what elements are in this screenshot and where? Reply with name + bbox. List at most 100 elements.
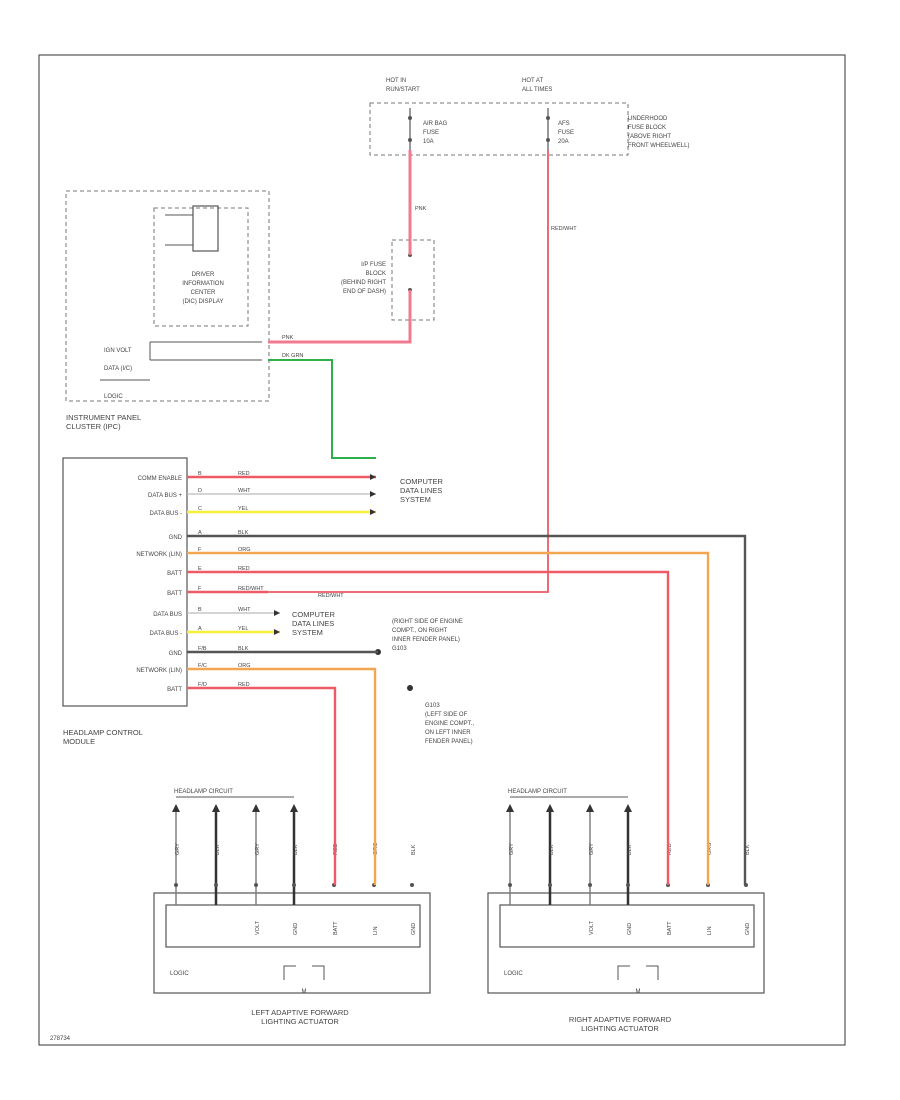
afs-wire <box>268 150 549 593</box>
hcm-wire-color: ORG <box>238 663 251 669</box>
hcm-wire <box>187 570 670 885</box>
afs-wire-color: RED/WHT <box>551 226 577 232</box>
actuator-motor-icon: M <box>636 989 641 995</box>
motor-connector <box>617 965 659 980</box>
dic-display-icon <box>192 205 219 252</box>
hcm-pin-label: DATA BUS + <box>148 493 182 499</box>
actuator-pin-label: GND <box>411 923 417 935</box>
hcm-pin-id: B <box>198 607 202 613</box>
dic-green-wire <box>268 359 376 459</box>
hcm-wire-color: YEL <box>238 626 248 632</box>
hcm-pin-label: NETWORK (LIN) <box>136 552 182 558</box>
actuator-wire-color: GRY <box>255 843 261 855</box>
hcm-wire-color: YEL <box>238 506 248 512</box>
actuator-outline <box>153 892 431 994</box>
dic-display-outline <box>153 207 249 327</box>
actuator-logic-label: LOGIC <box>170 971 189 977</box>
diagram-id: 278734 <box>50 1036 71 1042</box>
actuator-wire-color: GRY <box>175 843 181 855</box>
headlamp-arrow-icon <box>290 804 298 812</box>
airbag-wire-color: PNK <box>415 206 427 212</box>
hcm-pin-id: F/D <box>198 682 207 688</box>
headlamp-arrow-icon <box>172 804 180 812</box>
actuator-wire-color: BLK <box>293 844 299 855</box>
actuator-wire-color: BLK <box>411 844 417 855</box>
wire-arrow-icon <box>370 509 376 515</box>
wire-arrow-icon <box>274 629 280 635</box>
connector-pin <box>174 883 178 887</box>
dic-row-ign: IGN VOLT <box>104 348 132 354</box>
diagram-frame <box>38 54 846 1046</box>
headlamp-arrow-icon <box>624 804 632 812</box>
hcm-wire <box>187 667 377 885</box>
actuator-pin-label: VOLT <box>589 920 595 935</box>
connector-pin <box>254 883 258 887</box>
hcm-wire <box>187 686 337 885</box>
ip-fuse-icon <box>408 253 412 292</box>
ground-left-icon <box>407 685 413 691</box>
hcm-wire-color: RED <box>238 471 250 477</box>
connector-pin <box>292 883 296 887</box>
dic-row-logic: LOGIC <box>104 394 123 400</box>
hcm-wire <box>187 534 747 885</box>
connector-pin <box>548 883 552 887</box>
hcm-pin-id: F <box>198 547 202 553</box>
hcm-wire-color: WHT <box>238 488 251 494</box>
actuator-pin-label: GND <box>745 923 751 935</box>
ip-pink-wire <box>268 290 412 344</box>
actuator-wire-color: GRY <box>589 843 595 855</box>
hcm-pin-label: DATA BUS - <box>150 511 182 517</box>
hcm-pin-id: B <box>198 471 202 477</box>
airbag-fuse-icon <box>408 108 412 150</box>
actuator-pin-label: LIN <box>707 926 713 935</box>
dic-row-data: DATA (I/C) <box>104 366 132 372</box>
hcm-pin-label: GND <box>169 535 183 541</box>
wire-arrow-icon <box>370 474 376 480</box>
hcm-pin-label: BATT <box>167 591 182 597</box>
headlamp-arrow-icon <box>506 804 514 812</box>
hcm-pin-id: C <box>198 506 202 512</box>
hcm-wire-color: RED <box>238 682 250 688</box>
hcm-wire <box>187 551 710 885</box>
actuator-motor-icon: M <box>302 989 307 995</box>
hcm-pin-label: DATA BUS - <box>150 631 182 637</box>
hcm-pin-label: BATT <box>167 571 182 577</box>
actuator-pin-label: LIN <box>373 926 379 935</box>
actuator-wire-color: BLK <box>627 844 633 855</box>
underhood-fuse-block <box>369 102 629 156</box>
actuator-pin-label: GND <box>293 923 299 935</box>
hcm-pin-id: A <box>198 530 202 536</box>
headlamp-arrow-icon <box>586 804 594 812</box>
connector-pin <box>508 883 512 887</box>
actuator-pin-label: GND <box>627 923 633 935</box>
actuator-wire-color: BLK <box>215 844 221 855</box>
hcm-pin-label: DATA BUS <box>153 612 182 618</box>
afs-fuse-icon <box>546 108 550 150</box>
hcm-pin-label: GND <box>169 651 183 657</box>
hcm-wire-color: BLK <box>238 646 249 652</box>
hcm-pin-id: F/B <box>198 646 207 652</box>
actuator-pin-label: BATT <box>667 921 673 935</box>
actuator-pin-label: VOLT <box>255 920 261 935</box>
connector-pin <box>588 883 592 887</box>
connector-pin <box>214 883 218 887</box>
hcm-outline <box>62 457 188 707</box>
hcm-pin-label: BATT <box>167 687 182 693</box>
dic-wire1-color: PNK <box>282 335 294 341</box>
